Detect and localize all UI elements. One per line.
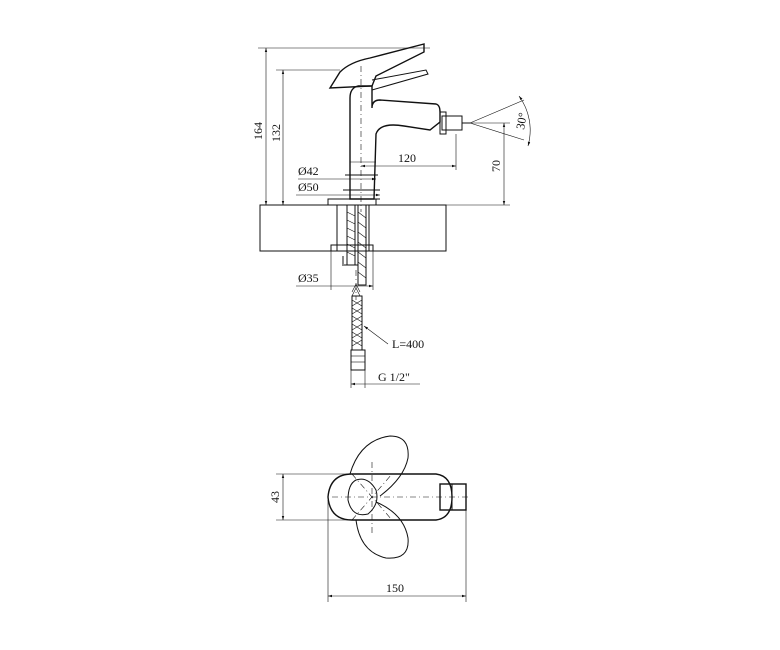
top-lever-lower <box>355 501 409 559</box>
dim-diameter-top: Ø42 <box>298 164 319 178</box>
countertop-section <box>259 198 447 252</box>
dim-150: 150 <box>327 500 467 602</box>
dim-height-spout: 132 <box>269 124 283 142</box>
dim-spout-reach: 120 <box>398 151 416 165</box>
dim-43: 43 <box>268 473 352 521</box>
spray-angle: 30° <box>469 95 531 147</box>
dim-diameter-base: Ø50 <box>298 180 319 194</box>
dim-body-width: 43 <box>268 491 282 503</box>
dim-spray-angle: 30° <box>513 111 530 130</box>
top-view: 43 150 <box>268 435 470 602</box>
dim-70: 70 <box>470 122 510 205</box>
dim-hose-length: L=400 <box>363 325 424 351</box>
dim-diameter-42: Ø42 <box>298 164 376 181</box>
side-view: 30° 164 132 70 120 <box>251 43 531 388</box>
dim-164: 164 <box>251 47 430 205</box>
faucet-body <box>328 43 470 200</box>
braided-hose <box>350 283 366 371</box>
dim-diameter-50: Ø50 <box>296 180 380 197</box>
top-lever-upper <box>349 435 409 497</box>
dim-diameter-35: Ø35 <box>296 251 374 290</box>
dim-thread-text: G 1/2" <box>378 370 410 384</box>
dim-thread: G 1/2" <box>350 370 420 388</box>
dim-hose-length-text: L=400 <box>392 337 424 351</box>
dim-132: 132 <box>269 69 340 205</box>
dim-120: 120 <box>361 134 457 170</box>
dim-outlet-height: 70 <box>489 160 503 172</box>
dim-height-total: 164 <box>251 122 265 140</box>
dim-mount-diameter: Ø35 <box>298 271 319 285</box>
dim-overall-length: 150 <box>386 581 404 595</box>
